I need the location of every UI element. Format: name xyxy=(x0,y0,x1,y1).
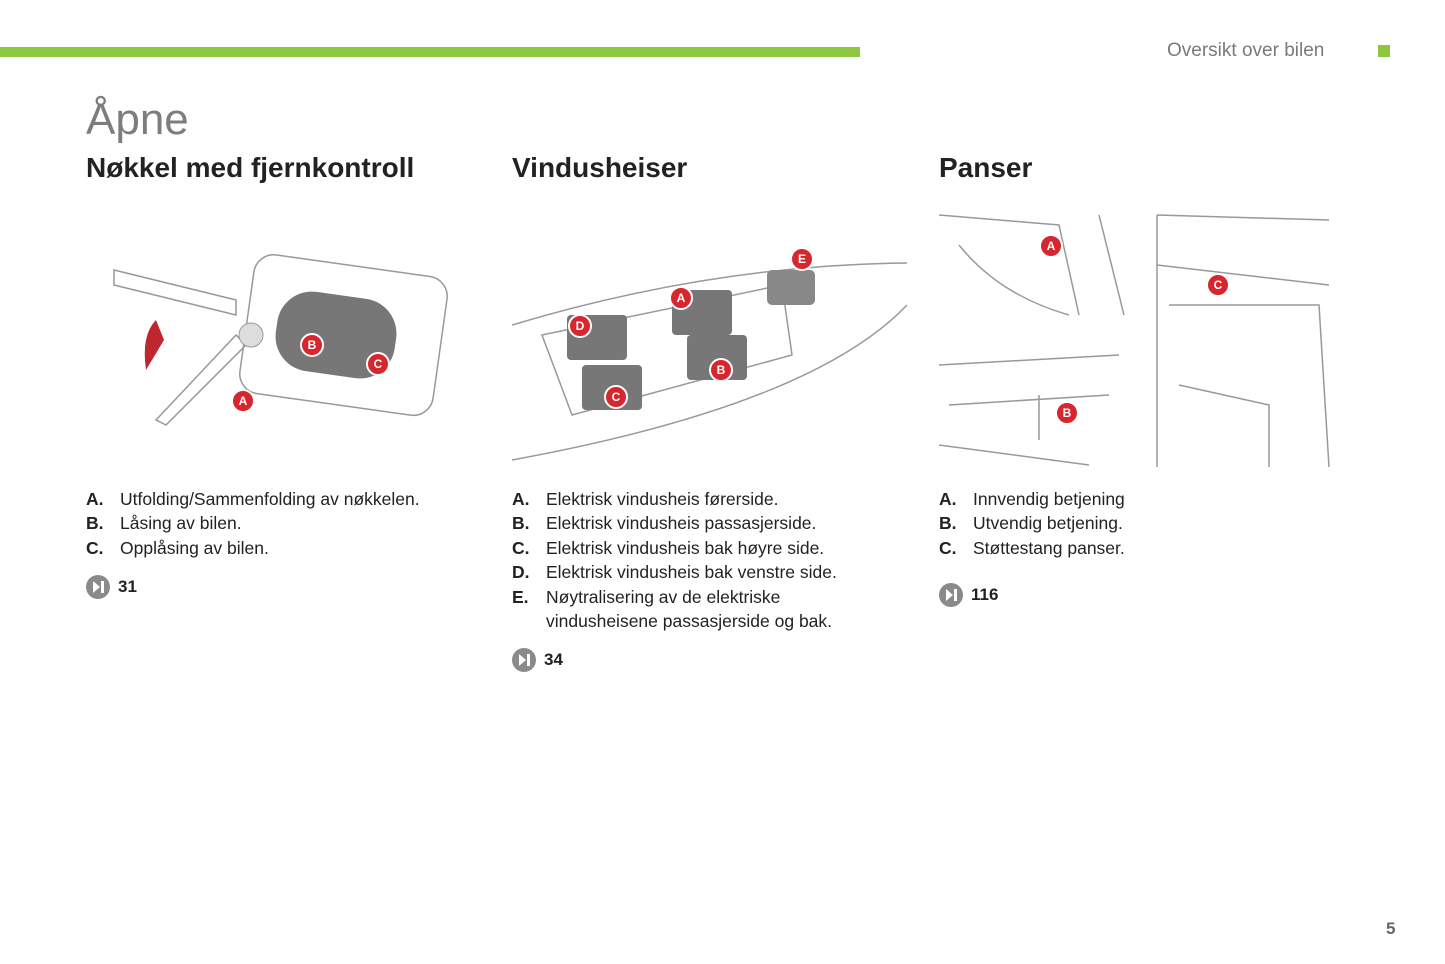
key-legend: A.Utfolding/Sammenfolding av nøkkelen. B… xyxy=(86,487,486,560)
legend-item: B.Låsing av bilen. xyxy=(86,513,242,534)
reference-arrow-icon xyxy=(939,583,963,608)
svg-text:B: B xyxy=(308,338,317,352)
svg-text:E: E xyxy=(798,252,806,266)
legend-item: B.Elektrisk vindusheis passasjerside. xyxy=(512,513,817,534)
legend-item: C.Opplåsing av bilen. xyxy=(86,537,269,558)
legend-item: C.Støttestang panser. xyxy=(939,537,1125,558)
page-title: Åpne xyxy=(86,95,189,144)
key-illustration: A B C xyxy=(113,254,448,426)
section-marker-icon xyxy=(1378,45,1390,57)
page-number: 5 xyxy=(1386,919,1396,938)
column-bonnet: Panser A B C A.Innvendig betjening B.Utv… xyxy=(939,152,1339,608)
window-switch-illustration: A B C D E xyxy=(512,247,907,461)
bonnet-illustration: A B C xyxy=(939,214,1330,467)
page-reference-link[interactable]: 34 xyxy=(512,648,912,673)
legend-item: D.Elektrisk vindusheis bak venstre side. xyxy=(512,562,837,583)
legend-item: A.Elektrisk vindusheis førerside. xyxy=(512,489,779,509)
column-windows: Vindusheiser A B C D E A.Elektrisk vindu… xyxy=(512,152,912,673)
heading-bonnet: Panser xyxy=(939,152,1033,183)
column-key: Nøkkel med fjernkontroll A B C A.Utfoldi… xyxy=(86,152,486,600)
windows-legend: A.Elektrisk vindusheis førerside. B.Elek… xyxy=(512,487,912,633)
section-name: Oversikt over bilen xyxy=(1167,40,1325,61)
svg-text:C: C xyxy=(612,390,621,404)
legend-item: E.Nøytralisering av de elektriske vindus… xyxy=(512,586,833,632)
header-accent-bar xyxy=(0,47,860,57)
legend-item: B.Utvendig betjening. xyxy=(939,513,1123,534)
svg-text:A: A xyxy=(677,291,686,305)
svg-text:A: A xyxy=(239,394,248,408)
heading-windows: Vindusheiser xyxy=(512,152,688,183)
reference-arrow-icon xyxy=(512,648,536,673)
legend-item: A.Innvendig betjening xyxy=(939,489,1125,509)
page-reference-link[interactable]: 116 xyxy=(939,583,1339,608)
svg-text:D: D xyxy=(576,319,585,333)
svg-text:C: C xyxy=(1214,278,1223,292)
heading-key: Nøkkel med fjernkontroll xyxy=(86,152,415,183)
legend-item: A.Utfolding/Sammenfolding av nøkkelen. xyxy=(86,489,420,509)
svg-text:B: B xyxy=(717,363,726,377)
bonnet-legend: A.Innvendig betjening B.Utvendig betjeni… xyxy=(939,487,1339,560)
legend-item: C.Elektrisk vindusheis bak høyre side. xyxy=(512,537,825,558)
svg-text:B: B xyxy=(1063,406,1072,420)
svg-text:A: A xyxy=(1047,239,1056,253)
page-reference-link[interactable]: 31 xyxy=(86,575,486,600)
svg-text:C: C xyxy=(374,357,383,371)
reference-arrow-icon xyxy=(86,575,110,600)
